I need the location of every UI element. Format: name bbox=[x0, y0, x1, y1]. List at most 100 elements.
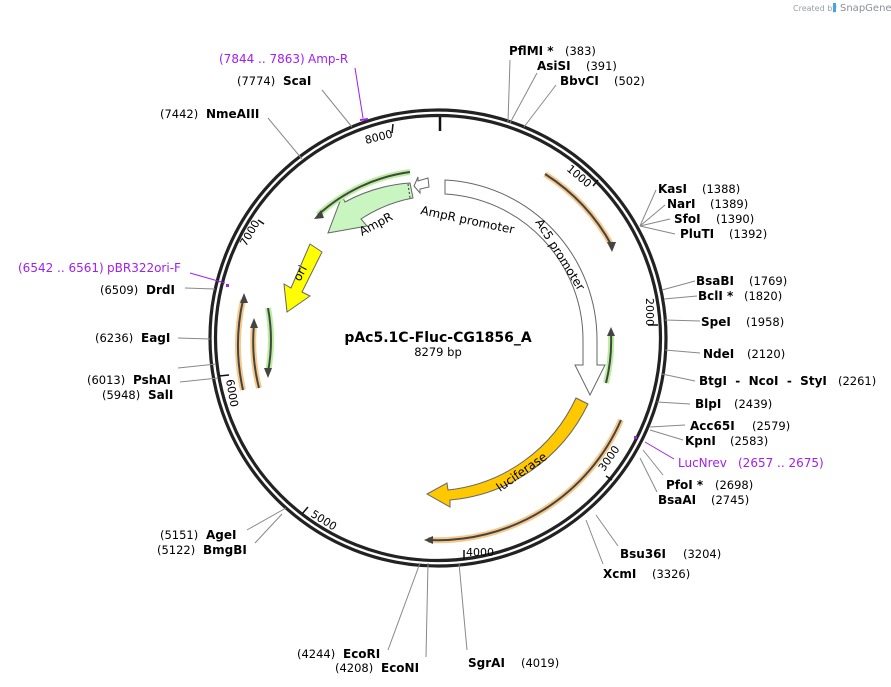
site-kasi[interactable]: KasI (1388) bbox=[658, 182, 740, 196]
svg-text:BtgI - NcoI - StyI: BtgI - NcoI - StyI bbox=[699, 374, 827, 388]
svg-text:(6509): (6509) bbox=[100, 283, 138, 297]
site-bcli[interactable]: BclI *(1820) bbox=[698, 289, 782, 303]
primer-range: (6542 .. 6561) bbox=[18, 261, 104, 275]
svg-text:(1392): (1392) bbox=[729, 227, 767, 241]
plasmid-name: pAc5.1C-Fluc-CG1856_A bbox=[344, 330, 532, 346]
primer-lucnrev[interactable]: LucNrev (2657 .. 2675) bbox=[678, 456, 824, 470]
svg-text:PshAI: PshAI bbox=[133, 373, 171, 387]
site-pflmi[interactable]: PflMI * (383) bbox=[509, 44, 596, 58]
svg-text:PflMI *: PflMI * bbox=[509, 44, 554, 58]
svg-text:PfoI *: PfoI * bbox=[666, 478, 704, 492]
svg-text:(1390): (1390) bbox=[716, 212, 754, 226]
svg-text:BlpI: BlpI bbox=[695, 397, 721, 411]
site-bmgbi[interactable]: (5122) BmgBI bbox=[157, 543, 247, 557]
site-bbvci[interactable]: BbvCI(502) bbox=[560, 74, 645, 88]
site-sgrai[interactable]: SgrAI (4019) bbox=[468, 656, 559, 670]
site-sfoi[interactable]: SfoI (1390) bbox=[674, 212, 754, 226]
site-btgi-ncoi-styi[interactable]: BtgI - NcoI - StyI(2261) bbox=[699, 374, 876, 388]
svg-text:AgeI: AgeI bbox=[206, 528, 236, 542]
svg-text:(5151): (5151) bbox=[160, 528, 198, 542]
site-bsu36i[interactable]: Bsu36I (3204) bbox=[620, 547, 721, 561]
primer-range: (7844 .. 7863) bbox=[219, 52, 305, 66]
primer-name: pBR322ori-F bbox=[107, 261, 181, 275]
site-kpni[interactable]: KpnI(2583) bbox=[685, 434, 768, 448]
svg-text:(1389): (1389) bbox=[710, 197, 748, 211]
site-bsaai[interactable]: BsaAI(2745) bbox=[658, 493, 749, 507]
svg-text:NarI: NarI bbox=[667, 197, 696, 211]
lucnrev-marker bbox=[634, 436, 637, 439]
svg-text:(7774): (7774) bbox=[237, 74, 275, 88]
tick-4000: 4000 bbox=[466, 546, 494, 559]
feature-ori[interactable]: ori bbox=[283, 243, 323, 313]
svg-text:(391): (391) bbox=[586, 59, 617, 73]
svg-text:(4019): (4019) bbox=[521, 656, 559, 670]
leader-lines bbox=[177, 59, 701, 658]
svg-text:SgrAI: SgrAI bbox=[468, 656, 505, 670]
svg-text:AsiSI: AsiSI bbox=[537, 59, 571, 73]
svg-text:NmeAIII: NmeAIII bbox=[206, 107, 259, 121]
svg-text:(7442): (7442) bbox=[160, 107, 198, 121]
primer-name: LucNrev bbox=[678, 456, 727, 470]
svg-text:ScaI: ScaI bbox=[283, 74, 311, 88]
svg-text:XcmI: XcmI bbox=[603, 567, 636, 581]
snapgene-logo-icon bbox=[833, 3, 836, 12]
luciferase-label: luciferase bbox=[494, 449, 550, 494]
svg-text:(1958): (1958) bbox=[746, 315, 784, 329]
site-scai[interactable]: (7774) ScaI bbox=[237, 74, 311, 88]
site-ecori[interactable]: (4244) EcoRI bbox=[297, 647, 380, 661]
site-eagi[interactable]: (6236)EagI bbox=[95, 331, 170, 345]
svg-text:(6236): (6236) bbox=[95, 331, 133, 345]
primer-amp-r[interactable]: (7844 .. 7863) Amp-R bbox=[219, 52, 348, 66]
site-xcmi[interactable]: XcmI(3326) bbox=[603, 567, 690, 581]
svg-text:Acc65I: Acc65I bbox=[690, 419, 735, 433]
svg-text:BsaBI: BsaBI bbox=[696, 274, 734, 288]
svg-text:(2120): (2120) bbox=[747, 347, 785, 361]
site-blpi[interactable]: BlpI(2439) bbox=[695, 397, 772, 411]
site-agei[interactable]: (5151) AgeI bbox=[160, 528, 236, 542]
feature-ampr[interactable]: AmpR bbox=[327, 182, 414, 239]
site-pluti[interactable]: PluTI (1392) bbox=[680, 227, 767, 241]
pbr322ori-f-marker bbox=[226, 284, 229, 287]
svg-text:DrdI: DrdI bbox=[146, 283, 175, 297]
site-spei[interactable]: SpeI (1958) bbox=[701, 315, 784, 329]
svg-text:EcoNI: EcoNI bbox=[381, 661, 419, 675]
plasmid-length: 8279 bp bbox=[414, 345, 462, 359]
svg-text:KasI: KasI bbox=[658, 182, 687, 196]
site-acc65i[interactable]: Acc65I(2579) bbox=[690, 419, 790, 433]
svg-text:Bsu36I: Bsu36I bbox=[620, 547, 666, 561]
site-asisi[interactable]: AsiSI (391) bbox=[537, 59, 617, 73]
svg-text:BbvCI: BbvCI bbox=[560, 74, 599, 88]
orf-arrows bbox=[235, 169, 624, 544]
svg-text:(6013): (6013) bbox=[87, 373, 125, 387]
svg-text:KpnI: KpnI bbox=[685, 434, 716, 448]
site-sali[interactable]: (5948)SalI bbox=[102, 388, 173, 402]
feature-luciferase[interactable]: luciferase bbox=[425, 397, 589, 508]
primer-pbr322ori-f[interactable]: (6542 .. 6561) pBR322ori-F bbox=[18, 261, 181, 275]
site-econi[interactable]: (4208)EcoNI bbox=[335, 661, 419, 675]
site-nari[interactable]: NarI (1389) bbox=[667, 197, 748, 211]
tick-8000: 8000 bbox=[364, 128, 394, 147]
site-ndei[interactable]: NdeI(2120) bbox=[703, 347, 785, 361]
site-bsabi[interactable]: BsaBI(1769) bbox=[696, 274, 787, 288]
credit-prefix: Created by bbox=[793, 4, 837, 13]
svg-text:(2698): (2698) bbox=[715, 478, 753, 492]
svg-text:(5122): (5122) bbox=[157, 543, 195, 557]
svg-text:BmgBI: BmgBI bbox=[203, 543, 247, 557]
site-drdi[interactable]: (6509) DrdI bbox=[100, 283, 175, 297]
site-nmeaiii[interactable]: (7442) NmeAIII bbox=[160, 107, 259, 121]
svg-text:(3204): (3204) bbox=[683, 547, 721, 561]
svg-text:(383): (383) bbox=[565, 44, 596, 58]
svg-text:(1388): (1388) bbox=[702, 182, 740, 196]
backbone bbox=[208, 108, 668, 568]
tick-2000: 2000 bbox=[643, 298, 656, 326]
svg-text:BsaAI: BsaAI bbox=[658, 493, 696, 507]
svg-text:EcoRI: EcoRI bbox=[343, 647, 380, 661]
svg-text:SalI: SalI bbox=[148, 388, 173, 402]
site-pfoi[interactable]: PfoI * (2698) bbox=[666, 478, 753, 492]
svg-text:(4244): (4244) bbox=[297, 647, 335, 661]
svg-text:SpeI: SpeI bbox=[701, 315, 731, 329]
svg-text:PluTI: PluTI bbox=[680, 227, 714, 241]
site-pshai[interactable]: (6013) PshAI bbox=[87, 373, 171, 387]
svg-text:SfoI: SfoI bbox=[674, 212, 701, 226]
